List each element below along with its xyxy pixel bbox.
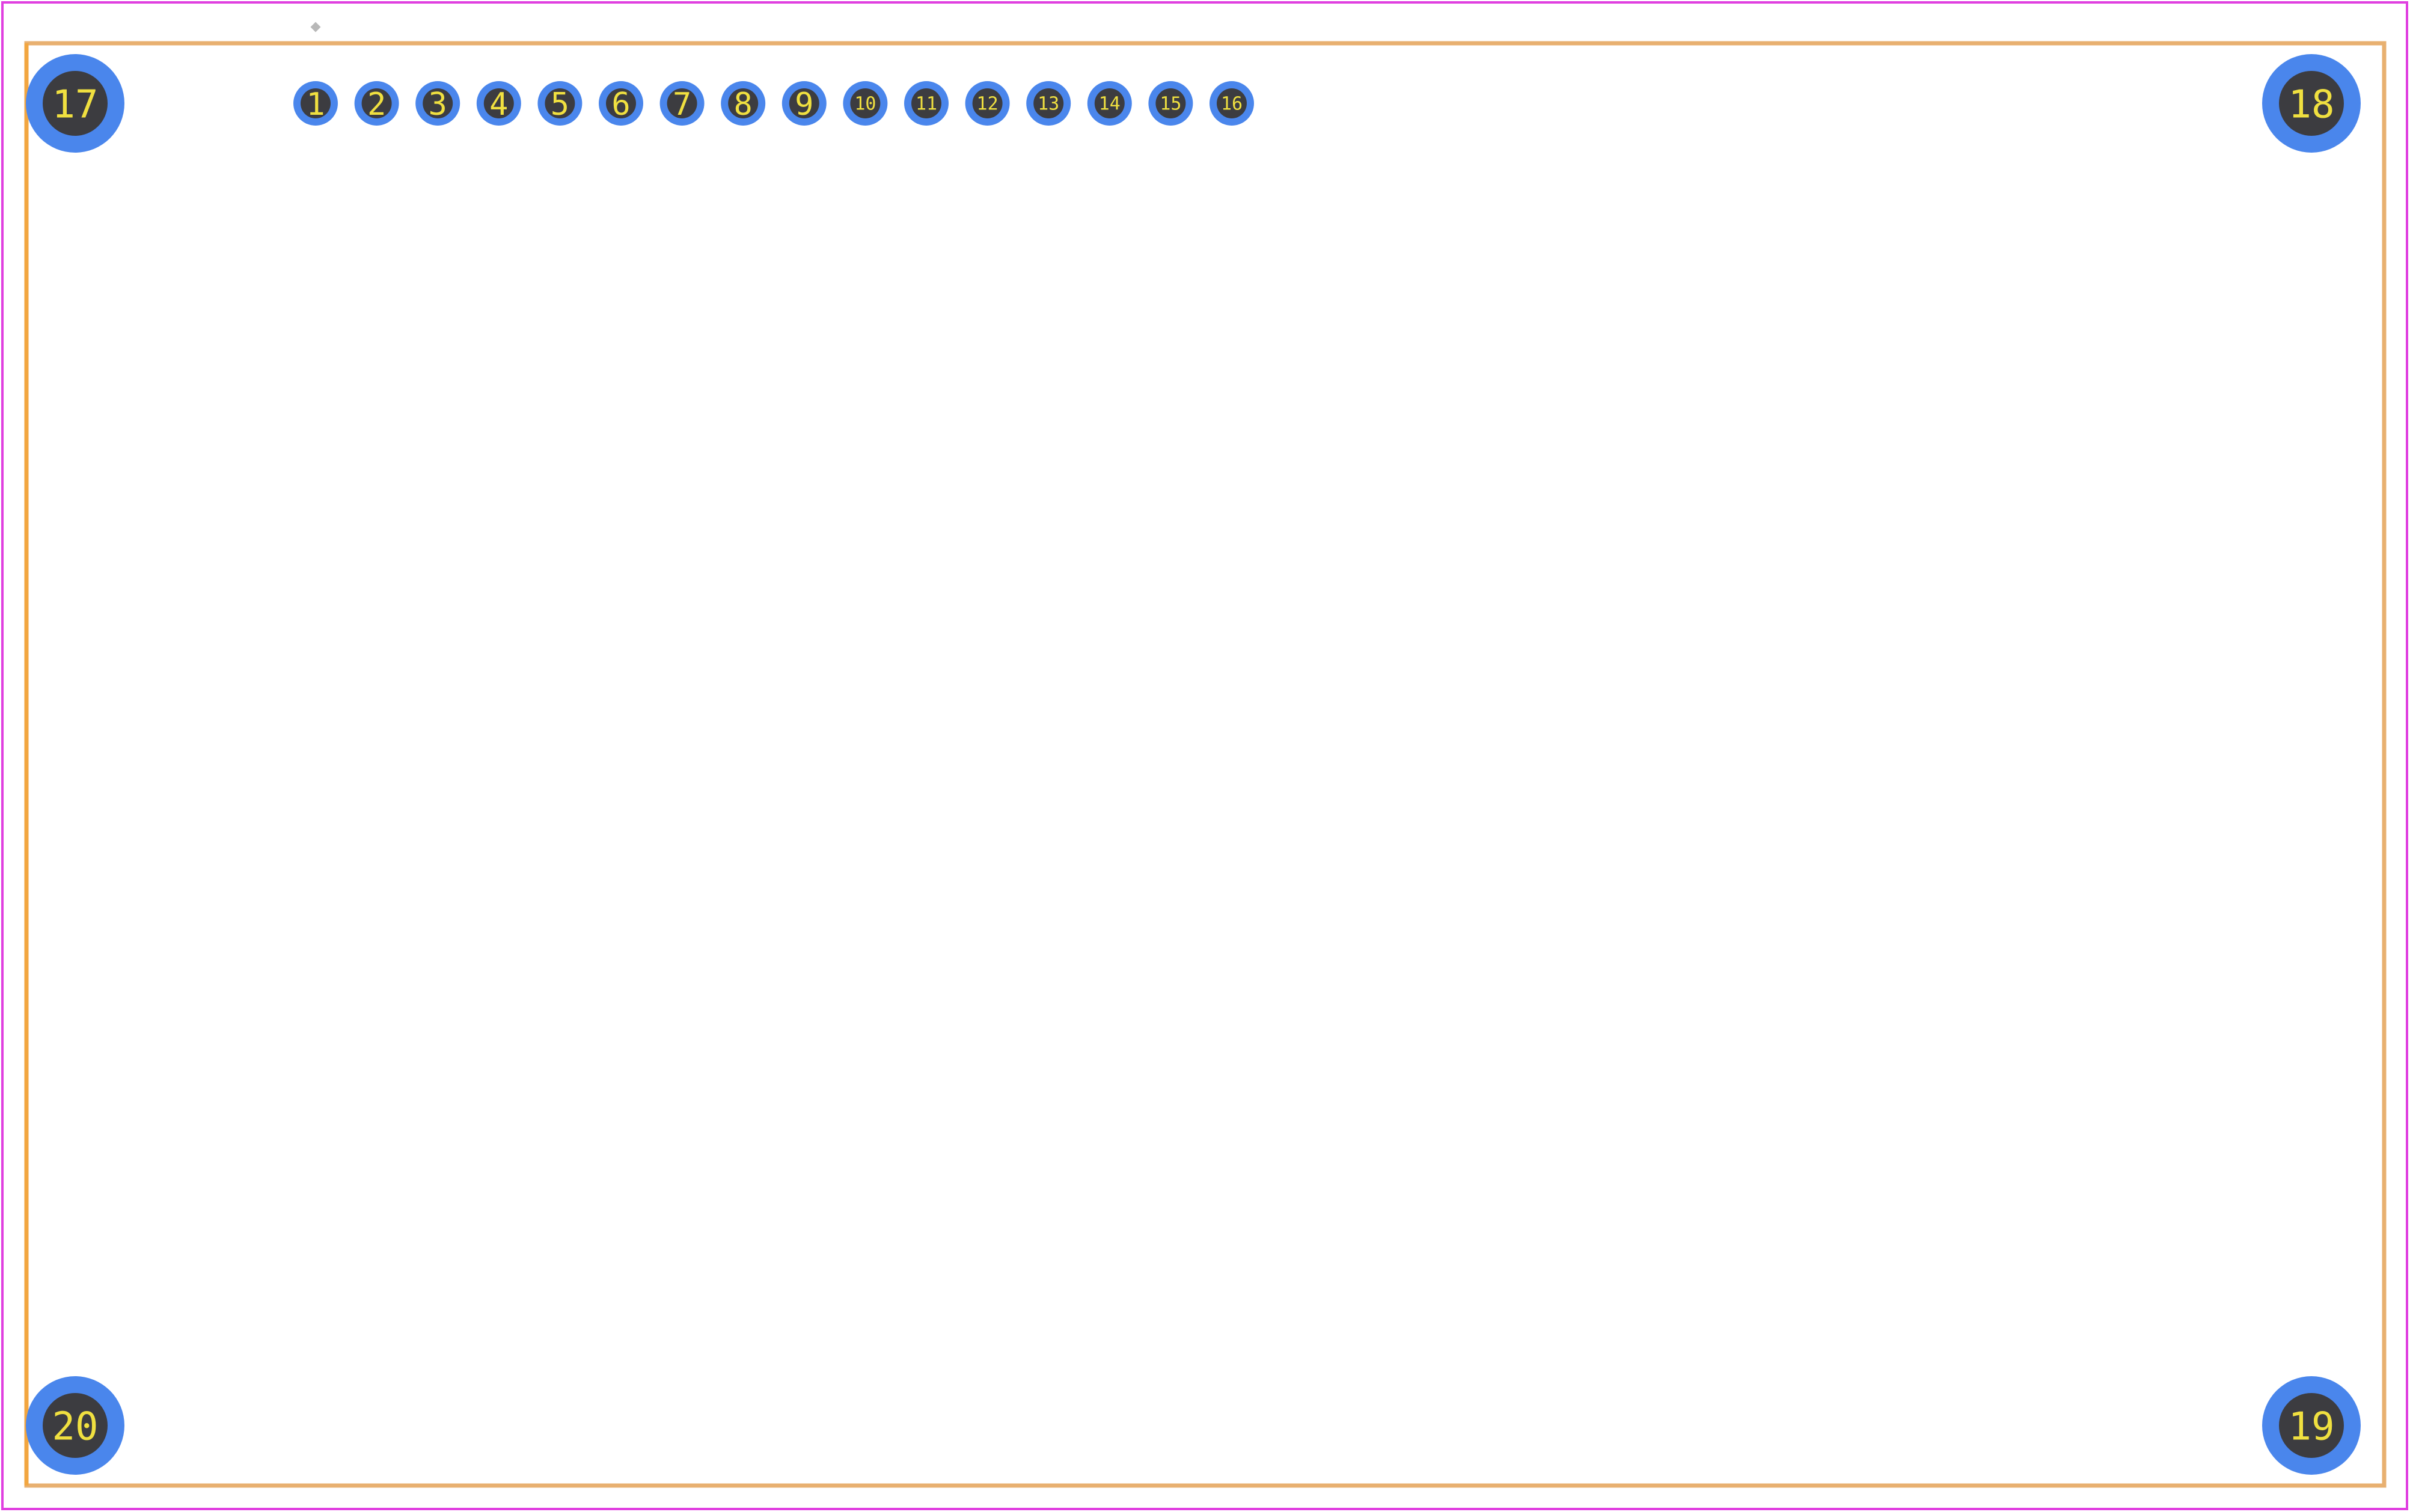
pad-number-label: 10 (854, 94, 876, 115)
pad-drill-hole (361, 88, 392, 118)
pad-number-label: 19 (2288, 1405, 2334, 1450)
pad-number-label: 12 (977, 94, 999, 115)
pin1-marker (310, 22, 321, 32)
pad-drill-hole (850, 88, 881, 118)
header-pin: 8 (721, 81, 766, 126)
pad-number-label: 11 (916, 94, 937, 115)
pad-drill-hole (43, 1393, 108, 1458)
pad-drill-hole (667, 88, 697, 118)
pad-drill-hole (1155, 88, 1186, 118)
pad-drill-hole (789, 88, 819, 118)
header-pin: 13 (1026, 81, 1071, 126)
pad-number-label: 18 (2288, 83, 2334, 127)
pad-drill-hole (1217, 88, 1247, 118)
header-pin: 11 (904, 81, 949, 126)
pad-number-label: 4 (489, 87, 508, 123)
pad-drill-hole (606, 88, 636, 118)
pad-number-label: 7 (673, 87, 691, 123)
pad-number-label: 15 (1160, 94, 1181, 115)
header-pin: 9 (781, 81, 827, 126)
header-pin: 2 (354, 81, 399, 126)
pad-drill-hole (423, 88, 453, 118)
pad-drill-hole (728, 88, 759, 118)
pad-drill-hole (43, 71, 108, 136)
mounting-hole: 20 (26, 1376, 124, 1475)
header-pin: 14 (1087, 81, 1132, 126)
mounting-hole: 17 (26, 54, 124, 153)
pad-drill-hole (2279, 1393, 2344, 1458)
pad-drill-hole (911, 88, 941, 118)
pad-number-label: 1 (306, 87, 325, 123)
header-pin: 6 (599, 81, 643, 126)
pad-number-label: 5 (551, 87, 569, 123)
pad-number-label: 16 (1221, 94, 1243, 115)
pad-drill-hole (483, 88, 514, 118)
header-pin: 12 (965, 81, 1010, 126)
header-pin: 4 (476, 81, 521, 126)
pad-number-label: 13 (1038, 94, 1059, 115)
pad-number-label: 8 (734, 87, 753, 123)
pad-drill-hole (1033, 88, 1064, 118)
header-pin: 16 (1210, 81, 1254, 126)
pad-number-label: 14 (1099, 94, 1121, 115)
header-pin: 15 (1148, 81, 1193, 126)
mounting-hole: 18 (2262, 54, 2361, 153)
pad-drill-hole (301, 88, 331, 118)
pad-number-label: 17 (52, 83, 98, 127)
pad-drill-hole (545, 88, 575, 118)
mounting-hole: 19 (2262, 1376, 2361, 1475)
pad-number-label: 3 (429, 87, 447, 123)
header-pin: 3 (415, 81, 460, 126)
header-pin: 10 (843, 81, 888, 126)
header-pin: 7 (659, 81, 705, 126)
pad-number-label: 20 (52, 1405, 98, 1450)
pad-drill-hole (972, 88, 1003, 118)
pad-number-label: 9 (795, 87, 813, 123)
pad-number-label: 6 (611, 87, 630, 123)
pad-number-label: 2 (367, 87, 386, 123)
header-pin: 5 (537, 81, 583, 126)
pad-drill-hole (2279, 71, 2344, 136)
pad-drill-hole (1094, 88, 1125, 118)
header-pin: 1 (293, 81, 338, 126)
